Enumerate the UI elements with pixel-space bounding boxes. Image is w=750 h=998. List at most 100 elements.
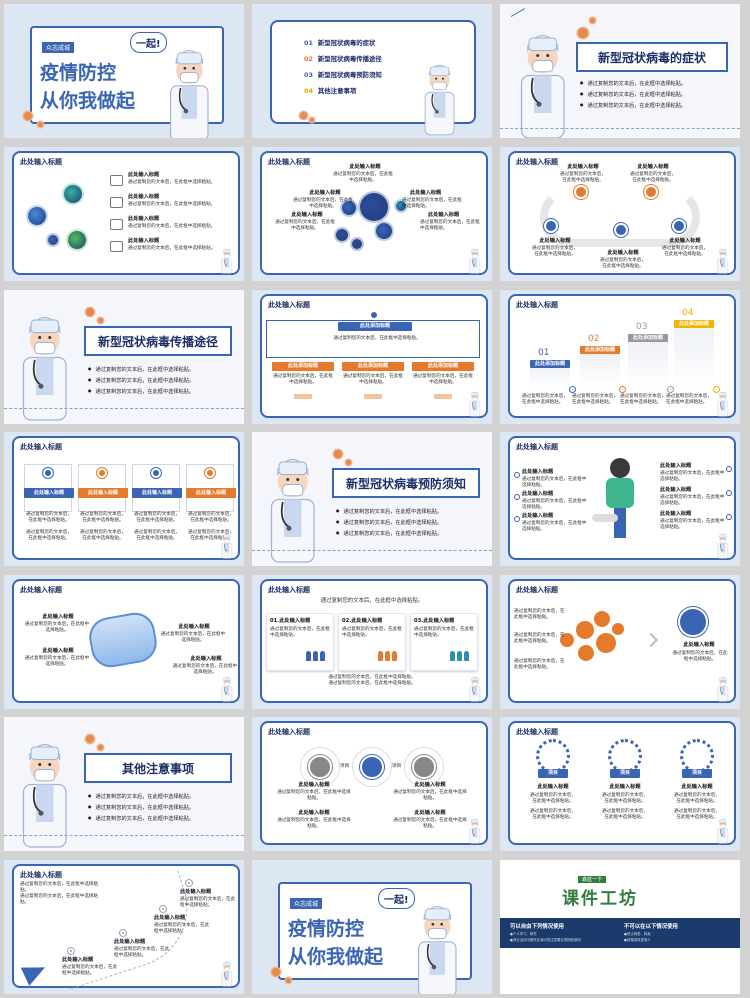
slide-cover[interactable]: 众志成城疫情防控从你我做起一起!: [4, 4, 244, 138]
step-riser: [628, 342, 668, 388]
usage-denied-heading: 不可以在以下情况使用: [624, 924, 678, 930]
bullet-item: 通过复制您的文本后，在此框中选择粘贴。: [336, 517, 486, 528]
bullet-item: 通过复制您的文本后，在此框中选择粘贴。: [88, 802, 238, 813]
slide-card: [508, 579, 736, 703]
list-title: 此处输入标题: [522, 491, 554, 497]
user-icon: [371, 312, 377, 318]
doctor-illustration: [418, 906, 457, 994]
virus-icon: [590, 18, 595, 23]
step-number: 03: [636, 322, 648, 332]
toc-label: 其他注意事项: [317, 87, 357, 95]
waypoint-dot: [186, 880, 192, 886]
bullet-item: 通过复制您的文本后，在此框中选择粘贴。: [88, 364, 238, 375]
category-icon: [110, 175, 123, 186]
doctor-illustration: [469, 818, 481, 844]
group-desc: 通过复制您的文本后，在此框中选择粘贴。: [270, 627, 330, 638]
item-title: 此处输入标题: [128, 172, 160, 178]
group-card: [410, 613, 478, 671]
person-icon: [385, 651, 390, 661]
step-desc: 通过复制您的文本后，在此框中选择粘贴。: [630, 172, 676, 183]
slide-virus-list[interactable]: 此处输入标题此处输入标题通过复制您的文本后，在此框中选择粘贴。此处输入标题通过复…: [4, 147, 244, 281]
process-icon: [308, 755, 332, 779]
cover-title-1: 疫情防控: [40, 62, 117, 84]
slide-section-1[interactable]: 新型冠状病毒的症状通过复制您的文本后，在此框中选择粘贴。通过复制您的文本后，在此…: [500, 4, 740, 138]
step-desc: 通过复制您的文本后，在此框中选择粘贴。: [522, 394, 568, 405]
gauge-desc: 通过复制您的文本后，在此框中选择粘贴。: [530, 793, 576, 804]
doctor-illustration: [717, 533, 729, 559]
doctor-illustration: [469, 676, 481, 702]
virus-icon: [86, 735, 94, 743]
slide-heading: 此处输入标题: [268, 301, 310, 309]
list-title: 此处输入标题: [660, 511, 692, 517]
item-title: 此处输入标题: [410, 190, 442, 196]
tab-bar: 此处输入标题: [78, 488, 128, 498]
waypoint-desc: 通过复制您的文本后，在此框中选择粘贴。: [62, 965, 118, 976]
process-title: 此处输入标题: [414, 782, 446, 788]
cover-tag: 众志成城: [42, 42, 75, 53]
category-icon: [110, 219, 123, 230]
slide-card: [12, 151, 240, 275]
doctor-illustration: [717, 818, 729, 844]
slide-courseware[interactable]: 森蓝一下课件工坊可以自由下列情况使用不可以在以下情况使用●个人学习、研究●商业活…: [500, 860, 740, 994]
virus-icon: [578, 28, 588, 38]
virus-icon: [48, 235, 58, 245]
column-desc: 通过复制您的文本后，在此框中选择粘贴。: [413, 374, 473, 385]
license-band: [500, 918, 740, 948]
toc-number: 03: [304, 71, 313, 79]
bullet-item: 通过复制您的文本后，在此框中选择粘贴。: [580, 100, 730, 111]
tab-bar: 此处输入标题: [24, 488, 74, 498]
list-title: 此处输入标题: [522, 469, 554, 475]
section-bullets: 通过复制您的文本后，在此框中选择粘贴。通过复制您的文本后，在此框中选择粘贴。通过…: [336, 506, 486, 539]
profile-title: 此处输入标题: [683, 642, 715, 648]
slide-section-4[interactable]: 其他注意事项通过复制您的文本后，在此框中选择粘贴。通过复制您的文本后，在此框中选…: [4, 717, 244, 851]
section-title-frame: 新型冠状病毒传播途径: [84, 326, 232, 356]
intro-desc-2: 通过复制您的文本后，在此框中选择粘贴。: [20, 894, 99, 905]
bullet-item: 通过复制您的文本后，在此框中选择粘贴。: [580, 89, 730, 100]
slide-process-rings[interactable]: 此处输入标题项目项目此处输入标题通过复制您的文本后，在此框中选择粘贴。此处输入标…: [252, 717, 492, 851]
item-title: 此处输入标题: [128, 216, 160, 222]
slide-heading: 此处输入标题: [516, 158, 558, 166]
slide-three-columns[interactable]: 此处输入标题此处添加标题通过复制您的文本后，在此框中选择粘贴。此处添加标题通过复…: [252, 290, 492, 424]
slide-virus-cluster[interactable]: 此处输入标题此处输入标题通过复制您的文本后，在此框中选择粘贴。此处输入标题通过复…: [252, 147, 492, 281]
slide-section-3[interactable]: 新型冠状病毒预防须知通过复制您的文本后，在此框中选择粘贴。通过复制您的文本后，在…: [252, 432, 492, 566]
process-desc: 通过复制您的文本后，在此框中选择粘贴。: [277, 818, 351, 829]
tab-desc: 通过复制您的文本后，在此框中选择粘贴。: [26, 512, 72, 523]
list-icon: [514, 472, 520, 478]
step-title: 此处输入标题: [669, 238, 701, 244]
waypoint-title: 此处输入标题: [62, 957, 94, 963]
slide-heading: 此处输入标题: [20, 158, 62, 166]
virus-icon: [98, 745, 103, 750]
gear-icon: [644, 185, 658, 199]
slide-handwash[interactable]: 此处输入标题此处输入标题通过复制您的文本后，在此框中选择粘贴。此处输入标题通过复…: [500, 432, 740, 566]
bullet-item: 通过复制您的文本后，在此框中选择粘贴。: [88, 791, 238, 802]
column-desc: 通过复制您的文本后，在此框中选择粘贴。: [273, 374, 333, 385]
process-desc: 通过复制您的文本后，在此框中选择粘贴。: [393, 790, 467, 801]
person-icon: [392, 651, 397, 661]
step-riser: [530, 368, 570, 388]
slide-section-2[interactable]: 新型冠状病毒传播途径通过复制您的文本后，在此框中选择粘贴。通过复制您的文本后，在…: [4, 290, 244, 424]
waypoint-title: 此处输入标题: [114, 939, 146, 945]
virus-icon: [28, 207, 46, 225]
slide-heading: 此处输入标题: [20, 871, 62, 879]
slide-paper-plane[interactable]: 此处输入标题通过复制您的文本后，在此框中选择粘贴。通过复制您的文本后，在此框中选…: [4, 860, 244, 994]
group-desc: 通过复制您的文本后，在此框中选择粘贴。: [414, 627, 474, 638]
slide-numbered-groups[interactable]: 此处输入标题通过复制您的文本后，在此框中选择粘贴。01.此处输入标题通过复制您的…: [252, 575, 492, 709]
slide-wave-steps[interactable]: 此处输入标题此处输入标题通过复制您的文本后，在此框中选择粘贴。此处输入标题通过复…: [500, 147, 740, 281]
slide-bubble-cluster[interactable]: 此处输入标题通过复制您的文本后，在此框中选择粘贴。通过复制您的文本后，在此框中选…: [500, 575, 740, 709]
slide-gauges[interactable]: 此处输入标题项目此处输入标题通过复制您的文本后，在此框中选择粘贴。通过复制您的文…: [500, 717, 740, 851]
virus-icon: [346, 460, 351, 465]
slide-mask[interactable]: 此处输入标题此处输入标题通过复制您的文本后，在此框中选择粘贴。此处输入标题通过复…: [4, 575, 244, 709]
column-bar: 此处添加标题: [342, 362, 404, 371]
slide-four-tabs[interactable]: 此处输入标题此处输入标题通过复制您的文本后，在此框中选择粘贴。通过复制您的文本后…: [4, 432, 244, 566]
gauge-icon: [536, 739, 570, 773]
slide-closing[interactable]: 众志成城疫情防控从你我做起一起!: [252, 860, 492, 994]
doctor-illustration: [221, 248, 233, 274]
item-desc: 通过复制您的文本后，在此框中选择粘贴。: [128, 246, 216, 251]
item-label: 项目: [392, 764, 402, 769]
